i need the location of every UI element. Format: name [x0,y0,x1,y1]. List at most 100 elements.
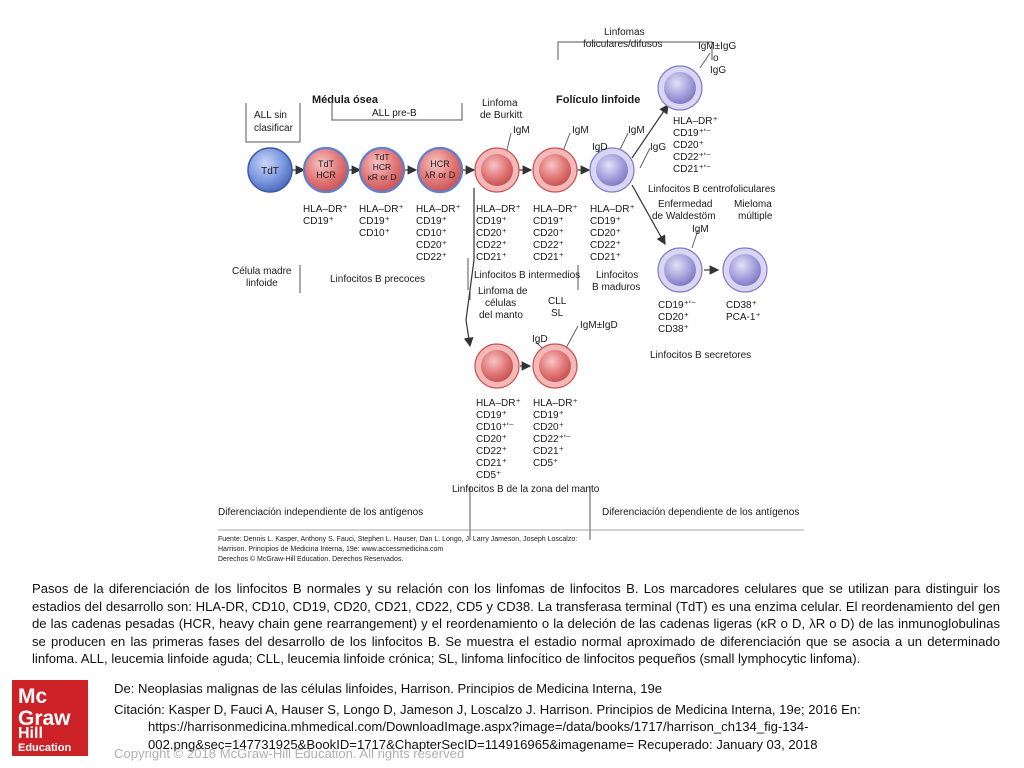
ig-igg: IgG [650,142,666,153]
citation-url-2[interactable]: 002.png&sec=147731925&BookID=1717&Chapte… [148,736,818,752]
marker-7-5: CD21⁺ʹ⁻ [673,164,711,175]
marker-10-6: CD21⁺ [476,458,507,469]
marker-7-3: CD20⁺ [673,140,704,151]
marker-8-1: CD19⁺ʹ⁻ [658,300,696,311]
stage-dep: Diferenciación dependiente de los antíge… [602,507,799,518]
marker-11-3: CD20⁺ [533,422,564,433]
marker-3-3: CD10⁺ [416,228,447,239]
marker-3-5: CD22⁺ [416,252,447,263]
stage-centrofollicular: Linfocitos B centrofoliculares [648,184,775,195]
marker-5-4: CD22⁺ [533,240,564,251]
cell-pre-b-2-label-2: λR or D [425,170,456,180]
stage-waldenstrom-2: de Waldestöm [652,211,716,222]
marker-6-1: HLA–DR⁺ [590,204,635,215]
marker-11-2: CD19⁺ [533,410,564,421]
label-follicular-2: foliculares/difusos [583,39,662,50]
marker-column-1: HLA–DR⁺ CD19⁺ [303,204,348,227]
stage-mantle-zone: Linfocitos B de la zona del manto [452,484,600,495]
label-follicular: Linfomas [604,27,645,38]
figure-caption: Pasos de la diferenciación de los linfoc… [32,581,1000,666]
heading-follicle: Folículo linfoide [556,94,640,106]
label-all-pre-b: ALL pre-B [372,108,417,119]
cell-mantle-b-2 [532,343,578,389]
stage-waldenstrom-1: Enfermedad [658,199,712,210]
marker-6-4: CD22⁺ [590,240,621,251]
marker-10-4: CD20⁺ [476,434,507,445]
stage-mantle-lym-1: Linfoma de [478,286,528,297]
cell-pro-b: TdT HCR [302,146,350,194]
logo-line-1: Mc [18,685,48,708]
cell-pre-b-1-label-3: κR or D [368,172,397,182]
cell-pre-b-1-label-1: TdT [374,152,389,162]
logo-line-4: Education [18,742,72,754]
marker-column-9: CD38⁺ PCA-1⁺ [726,300,761,323]
marker-4-5: CD21⁺ [476,252,507,263]
marker-10-5: CD22⁺ [476,446,507,457]
marker-column-3: HLA–DR⁺ CD19⁺ CD10⁺ CD20⁺ CD22⁺ [416,204,461,263]
marker-column-5: HLA–DR⁺ CD19⁺ CD20⁺ CD22⁺ CD21⁺ [533,204,578,263]
label-burkitt-2: de Burkitt [480,110,522,121]
marker-9-2: PCA-1⁺ [726,312,761,323]
source-line-1: Fuente: Dennis L. Kasper, Anthony S. Fau… [218,536,577,543]
cell-pre-b-2-label-1: HCR [430,159,450,169]
marker-column-6: HLA–DR⁺ CD19⁺ CD20⁺ CD22⁺ CD21⁺ [590,204,635,263]
marker-11-5: CD21⁺ [533,446,564,457]
citation-url-1[interactable]: https://harrisonmedicina.mhmedical.com/D… [148,719,809,734]
marker-3-1: HLA–DR⁺ [416,204,461,215]
ig-igm-4: IgM [692,224,709,235]
mcgraw-hill-logo: Mc Graw Hill Education [12,680,88,756]
stage-indep: Diferenciación independiente de los antí… [218,507,423,518]
marker-3-4: CD20⁺ [416,240,447,251]
marker-4-3: CD20⁺ [476,228,507,239]
cell-pre-b-1: TdT HCR κR or D [358,146,406,194]
marker-11-4: CD22⁺ʹ⁻ [533,434,571,445]
cell-mature-b [589,147,635,193]
marker-10-7: CD5⁺ [476,470,501,481]
source-block: Fuente: Dennis L. Kasper, Anthony S. Fau… [218,536,577,563]
stage-stem-1: Célula madre [232,266,292,277]
cell-intermediate-b [532,147,578,193]
citation-source: De: Neoplasias malignas de las células l… [114,681,663,696]
ig-igd-1: IgD [592,142,608,153]
cell-secretory-b-2 [722,247,768,293]
citation-text: Citación: Kasper D, Fauci A, Hauser S, L… [114,701,861,717]
ig-igm-3: IgM [628,125,645,136]
marker-9-1: CD38⁺ [726,300,757,311]
marker-4-4: CD22⁺ [476,240,507,251]
cell-mantle-b-1 [474,343,520,389]
marker-1-1: HLA–DR⁺ [303,204,348,215]
source-line-2: Harrison. Principios de Medicina Interna… [218,546,443,553]
marker-5-5: CD21⁺ [533,252,564,263]
marker-column-10: HLA–DR⁺ CD19⁺ CD10⁺ʹ⁻ CD20⁺ CD22⁺ CD21⁺ … [476,398,521,481]
stage-cll-2: SL [551,308,564,319]
marker-8-2: CD20⁺ [658,312,689,323]
cell-stem: TdT [247,147,293,193]
stage-early-b: Linfocitos B precoces [330,274,425,285]
marker-7-4: CD22⁺ʹ⁻ [673,152,711,163]
ig-igm-igg-3: IgG [710,65,726,76]
heading-bone-marrow: Médula ósea [312,94,379,106]
marker-column-2: HLA–DR⁺ CD19⁺ CD10⁺ [359,204,404,239]
marker-10-2: CD19⁺ [476,410,507,421]
stage-secretory: Linfocitos B secretores [650,350,751,361]
ig-igm-igg-1: IgM±IgG [698,41,736,52]
label-all-unclassified: ALL sin [254,110,287,121]
marker-2-1: HLA–DR⁺ [359,204,404,215]
bracket-lines [245,41,713,540]
marker-column-7: HLA–DR⁺ CD19⁺ʹ⁻ CD20⁺ CD22⁺ʹ⁻ CD21⁺ʹ⁻ [673,116,718,175]
ig-igm-igd: IgM±IgD [580,320,618,331]
stage-mantle-lym-2: células [485,298,516,309]
stage-myeloma-1: Mieloma [734,199,772,210]
source-line-3: Derechos © McGraw-Hill Education. Derech… [218,555,403,563]
marker-3-2: CD19⁺ [416,216,447,227]
copyright-notice: Copyright © 2018 McGraw-Hill Education. … [114,746,465,761]
marker-column-11: HLA–DR⁺ CD19⁺ CD20⁺ CD22⁺ʹ⁻ CD21⁺ CD5⁺ [533,398,578,469]
marker-6-3: CD20⁺ [590,228,621,239]
cell-immature-b [474,147,520,193]
marker-4-1: HLA–DR⁺ [476,204,521,215]
stage-stem-2: linfoide [246,278,278,289]
marker-4-2: CD19⁺ [476,216,507,227]
stage-mature-1: Linfocitos [596,270,638,281]
stage-cll-1: CLL [548,296,567,307]
marker-7-2: CD19⁺ʹ⁻ [673,128,711,139]
